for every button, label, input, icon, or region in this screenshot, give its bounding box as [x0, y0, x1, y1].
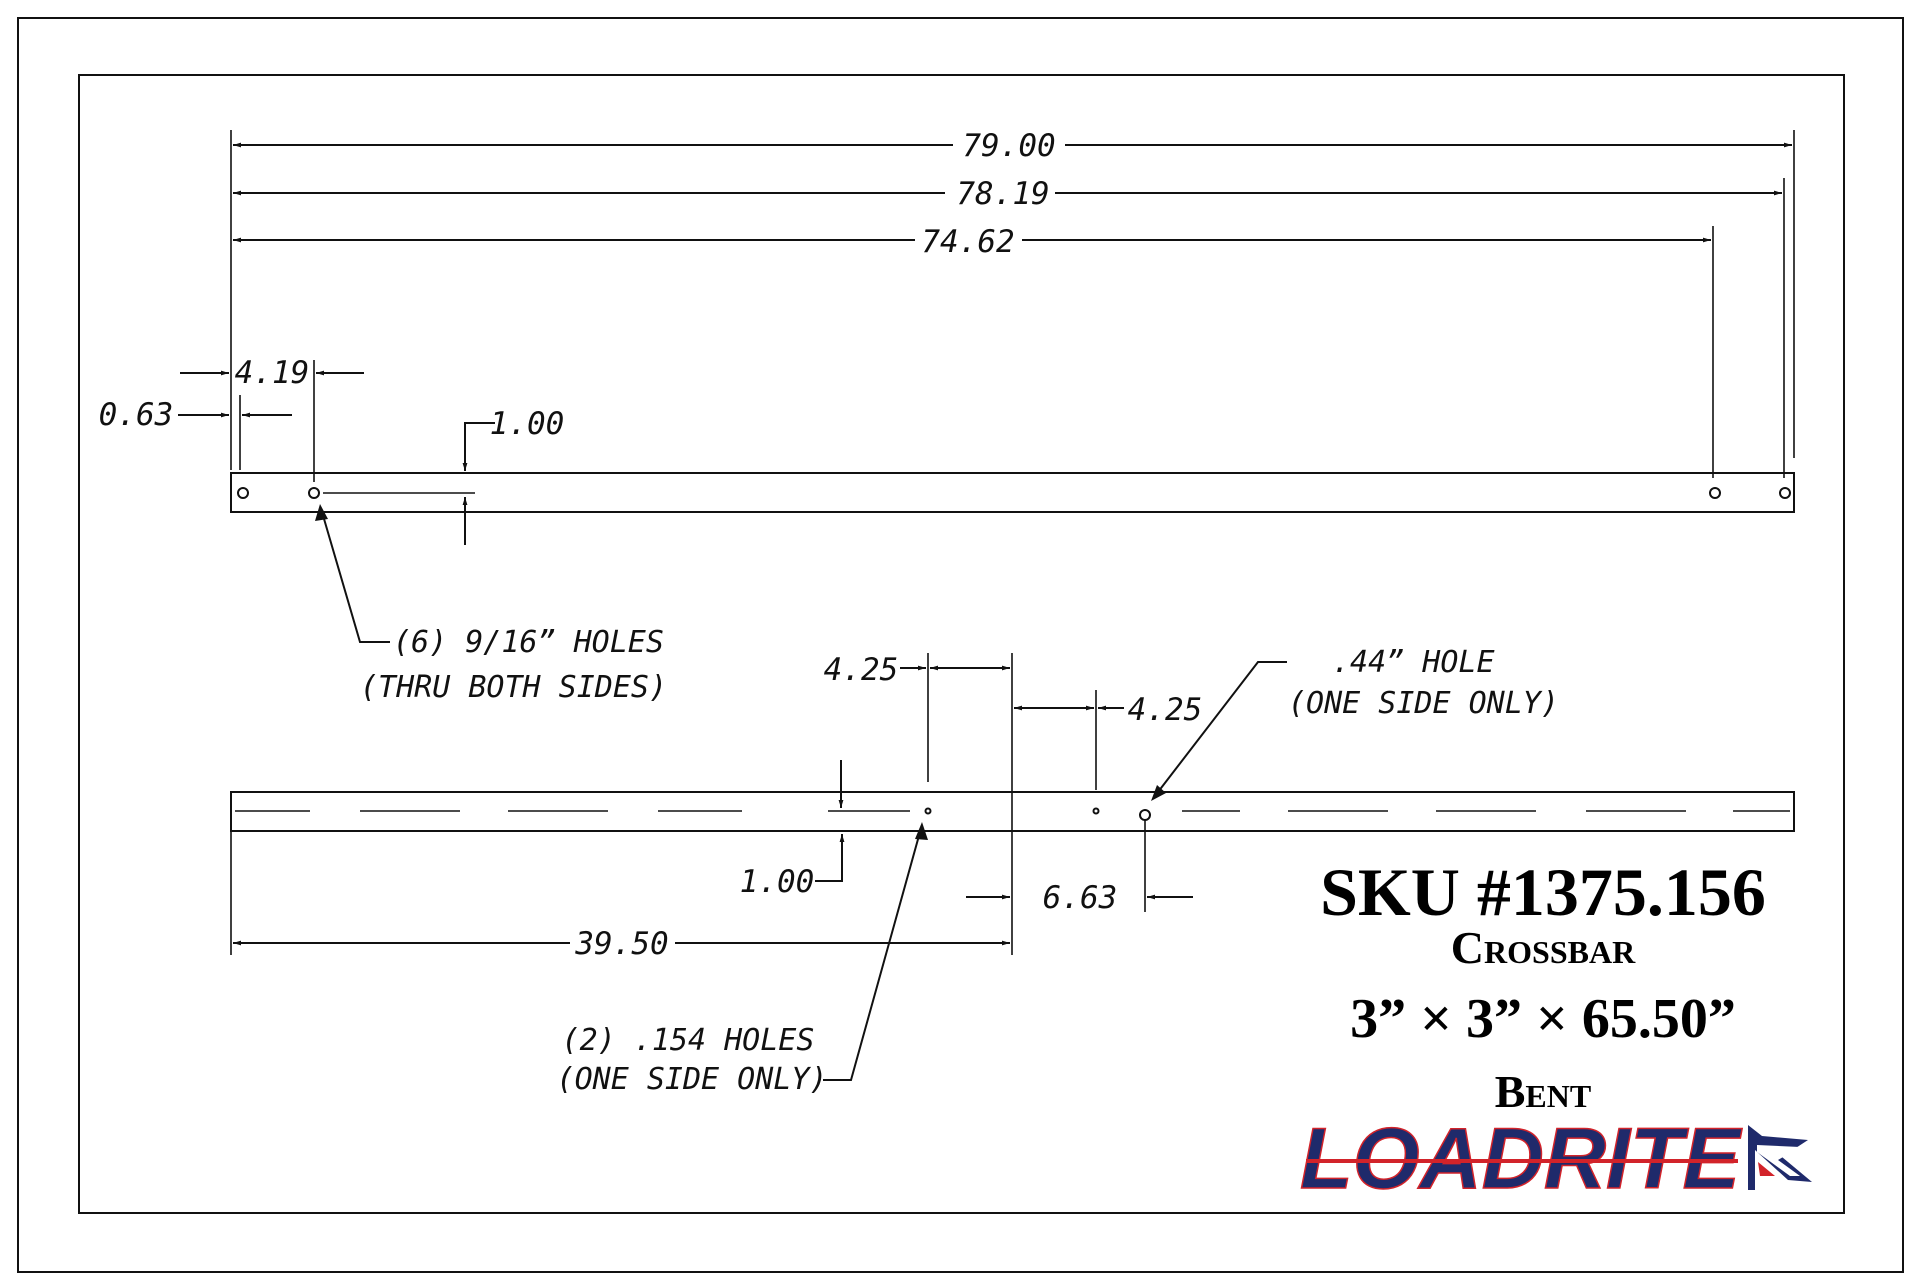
top-view: 79.00 78.19 74.62 4.19 0.63 1.00 (6) 9/1…	[99, 128, 1795, 705]
note-hole-44-line2: (ONE SIDE ONLY)	[1288, 686, 1559, 721]
loadrite-logo: LOADRITE	[1299, 1110, 1812, 1208]
hole-916	[308, 487, 320, 499]
note-hole-44-line1: .44” HOLE	[1332, 645, 1495, 680]
dim-top-hole-height: 1.00	[490, 406, 565, 442]
hole-916	[1779, 487, 1791, 499]
part-finish: Bent	[1495, 1066, 1591, 1117]
title-block: SKU #1375.156 Crossbar 3” × 3” × 65.50” …	[1320, 854, 1766, 1117]
dim-top-second: 78.19	[956, 176, 1049, 212]
dim-top-third: 74.62	[921, 224, 1014, 260]
dim-bottom-length: 39.50	[574, 926, 668, 962]
dim-bottom-hole-offset: 6.63	[1043, 880, 1118, 916]
hole-154	[924, 807, 932, 815]
dim-top-overall: 79.00	[962, 128, 1055, 164]
hole-916	[237, 487, 249, 499]
bottom-bar	[230, 791, 1795, 832]
part-size: 3” × 3” × 65.50”	[1350, 988, 1736, 1050]
hole-154	[1092, 807, 1100, 815]
sku-number: SKU #1375.156	[1320, 854, 1766, 930]
dim-bottom-left-gap: 4.25	[824, 652, 899, 688]
dim-left-offset-a: 4.19	[235, 355, 310, 391]
inner-border	[78, 74, 1845, 1214]
hole-44	[1139, 809, 1151, 821]
note-holes-916-line2: (THRU BOTH SIDES)	[360, 670, 667, 705]
hole-916	[1709, 487, 1721, 499]
bottom-view: 4.25 4.25 .44” HOLE (ONE SIDE ONLY)	[230, 645, 1795, 1097]
part-name: Crossbar	[1451, 922, 1636, 973]
outer-border	[17, 17, 1904, 1273]
top-bar	[230, 472, 1795, 513]
dim-bottom-hole-height: 1.00	[740, 864, 815, 900]
note-holes-154-line1: (2) .154 HOLES	[562, 1023, 815, 1058]
note-holes-916-line1: (6) 9/16” HOLES	[393, 625, 664, 660]
dim-bottom-right-gap: 4.25	[1128, 692, 1203, 728]
note-holes-154-line2: (ONE SIDE ONLY)	[557, 1062, 828, 1097]
dim-left-offset-b: 0.63	[99, 397, 174, 433]
